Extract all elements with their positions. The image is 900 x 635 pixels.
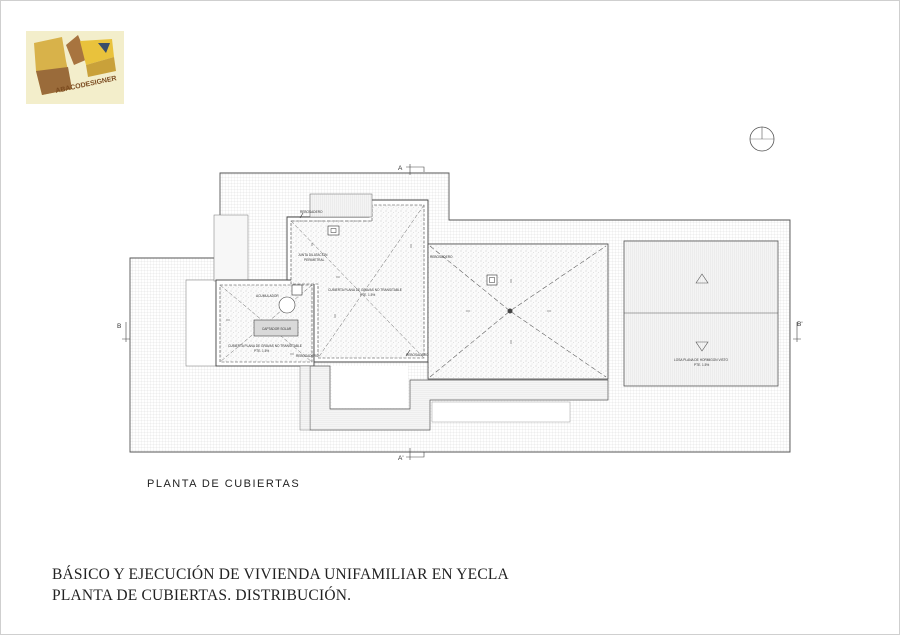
label-rebosadero-3: REBOSADERO <box>296 354 319 358</box>
section-label-b: B <box>117 323 121 330</box>
project-title: BÁSICO Y EJECUCIÓN DE VIVIENDA UNIFAMILI… <box>52 566 509 583</box>
label-pte-center: PTE. 1.5% <box>360 293 375 297</box>
solar-collector <box>253 319 299 337</box>
roof-hip <box>427 243 609 380</box>
label-rebosadero-4: REBOSADERO <box>406 353 429 357</box>
label-acumulador: ACUMULADOR <box>256 294 279 298</box>
label-rebosadero-2: REBOSADERO <box>430 255 453 259</box>
label-losa: LOSA PLANA DE HORMIGON VISTO <box>674 358 728 362</box>
patio-left <box>185 279 217 367</box>
label-junta-2: PERIMETRAL <box>304 258 325 262</box>
section-label-a: A <box>398 165 403 172</box>
section-mark-a <box>122 164 801 460</box>
label-losa-pte: PTE. 1.5% <box>694 363 709 367</box>
label-pte-left: PTE. 1.5% <box>254 349 269 353</box>
label-cubierta-left: CUBIERTA PLANA DE GRAVAS NO TRANSITABLE <box>228 344 302 348</box>
label-captador: CAPTADOR SOLAR <box>262 327 292 331</box>
porch <box>309 365 609 431</box>
north-arrow-icon <box>749 126 775 152</box>
label-rebosadero-1: REBOSADERO <box>300 210 323 214</box>
abacodesigner-logo: ABACODESIGNER <box>26 31 124 104</box>
patio-top <box>213 214 249 282</box>
sheet-title: PLANTA DE CUBIERTAS. DISTRIBUCIÓN. <box>52 587 352 604</box>
section-label-a-prime: A' <box>398 455 404 462</box>
acumulador-tank <box>278 296 296 314</box>
label-junta-1: JUNTA DILATACION <box>298 253 328 257</box>
plan-caption: PLANTA DE CUBIERTAS <box>147 478 301 490</box>
roof-slab <box>623 240 779 387</box>
label-cubierta-center: CUBIERTA PLANA DE GRAVAS NO TRANSITABLE <box>328 288 402 292</box>
section-label-b-prime: B' <box>797 321 803 328</box>
